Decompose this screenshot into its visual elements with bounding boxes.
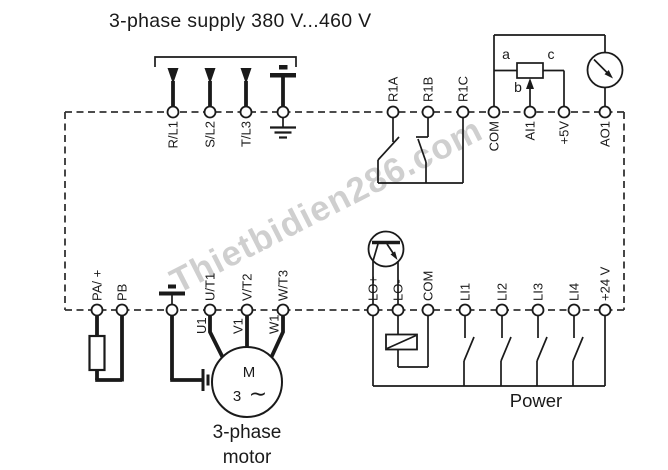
- li4-switch-contact: [572, 315, 584, 386]
- label-li1: LI1: [458, 283, 473, 301]
- pe-bar-icon: [168, 284, 176, 289]
- terminal-s-l2: [203, 105, 217, 119]
- transistor-icon: [367, 230, 405, 305]
- label-li4: LI4: [567, 283, 582, 301]
- li1-switch-contact: [463, 315, 475, 386]
- label-t-l3: T/L3: [239, 121, 254, 147]
- terminal-li3: [531, 303, 545, 317]
- label-com-analog: COM: [487, 121, 502, 151]
- terminal-lo-minus: [391, 303, 405, 317]
- label-v-t2: V/T2: [240, 274, 255, 301]
- terminal-v-t2: [240, 303, 254, 317]
- analog-reference-wiring: [493, 34, 606, 107]
- label-24v: +24 V: [598, 266, 613, 301]
- motor-earth-wiring: [159, 284, 210, 391]
- braking-resistor: [88, 315, 124, 382]
- terminal-r1b: [421, 105, 435, 119]
- protective-earth-conductor: [270, 65, 296, 107]
- label-pa-plus: PA/ +: [90, 270, 105, 301]
- terminal-lo-plus: [366, 303, 380, 317]
- pe-bar-icon: [279, 65, 288, 70]
- page-title: 3-phase supply 380 V...460 V: [109, 10, 371, 32]
- earth-icon: [270, 118, 296, 139]
- label-lo-minus: LO-: [391, 279, 406, 301]
- terminal-pe-top: [276, 105, 290, 119]
- supply-arrow-icon: [240, 68, 252, 84]
- terminal-ao1: [598, 105, 612, 119]
- label-w1: W1: [267, 315, 282, 335]
- pot-terminal-b-label: b: [514, 79, 522, 95]
- label-ao1: AO1: [598, 121, 613, 147]
- terminal-pb: [115, 303, 129, 317]
- label-v1: V1: [231, 318, 246, 334]
- label-r1c: R1C: [456, 76, 471, 102]
- relay-nc-contact: [416, 117, 429, 183]
- terminal-5v: [557, 105, 571, 119]
- label-5v: +5V: [557, 121, 572, 145]
- terminal-t-l3: [239, 105, 253, 119]
- terminal-li2: [495, 303, 509, 317]
- motor-circle: M 3 ∼: [211, 346, 283, 418]
- motor-m-label: M: [243, 364, 256, 381]
- pot-terminal-c-label: c: [548, 46, 555, 62]
- supply-arrow-icon: [204, 68, 216, 84]
- motor-phase-count: 3: [233, 388, 241, 405]
- top-terminals: [166, 105, 612, 119]
- relay-no-contact: [377, 117, 400, 183]
- label-s-l2: S/L2: [203, 121, 218, 148]
- li3-switch-contact: [536, 315, 548, 386]
- terminal-u-t1: [203, 303, 217, 317]
- supply-cable-bracket: [154, 56, 297, 67]
- terminal-ai1: [523, 105, 537, 119]
- bottom-terminals: [90, 303, 612, 317]
- terminal-pe-bottom: [165, 303, 179, 317]
- terminal-r1c: [456, 105, 470, 119]
- terminal-w-t3: [276, 303, 290, 317]
- potentiometer: [516, 62, 544, 107]
- label-r-l1: R/L1: [166, 121, 181, 148]
- label-li2: LI2: [495, 283, 510, 301]
- label-r1a: R1A: [386, 76, 401, 102]
- motor-sine-icon: ∼: [249, 381, 267, 406]
- analog-meter-icon: [586, 51, 624, 89]
- supply-arrow-icon: [167, 68, 179, 84]
- resistor-icon: [88, 334, 106, 372]
- motor-phase-wires: [208, 315, 285, 359]
- relay-coil-icon: [385, 333, 418, 351]
- supply-line-arrows: [167, 68, 252, 107]
- label-li3: LI3: [531, 283, 546, 301]
- label-ai1: AI1: [523, 121, 538, 141]
- terminal-pa-plus: [90, 303, 104, 317]
- label-lo-plus: LO+: [366, 276, 381, 301]
- terminal-r-l1: [166, 105, 180, 119]
- pe-bar-icon: [270, 73, 296, 78]
- power-label: Power: [510, 390, 562, 411]
- terminal-r1a: [386, 105, 400, 119]
- label-u1: U1: [194, 317, 209, 334]
- pe-bar-icon: [159, 291, 185, 296]
- motor-caption-line1: 3-phase: [213, 422, 282, 443]
- label-r1b: R1B: [421, 77, 436, 102]
- terminal-com-analog: [487, 105, 501, 119]
- li2-switch-contact: [500, 315, 512, 386]
- pot-terminal-a-label: a: [502, 46, 510, 62]
- terminal-com-logic: [421, 303, 435, 317]
- terminal-li4: [567, 303, 581, 317]
- label-com-logic: COM: [421, 271, 436, 301]
- label-u-t1: U/T1: [203, 273, 218, 301]
- terminal-li1: [458, 303, 472, 317]
- terminal-24v: [598, 303, 612, 317]
- wiper-arrow-icon: [526, 78, 534, 89]
- motor-caption-line2: motor: [223, 447, 272, 468]
- label-pb: PB: [115, 284, 130, 301]
- label-w-t3: W/T3: [276, 270, 291, 301]
